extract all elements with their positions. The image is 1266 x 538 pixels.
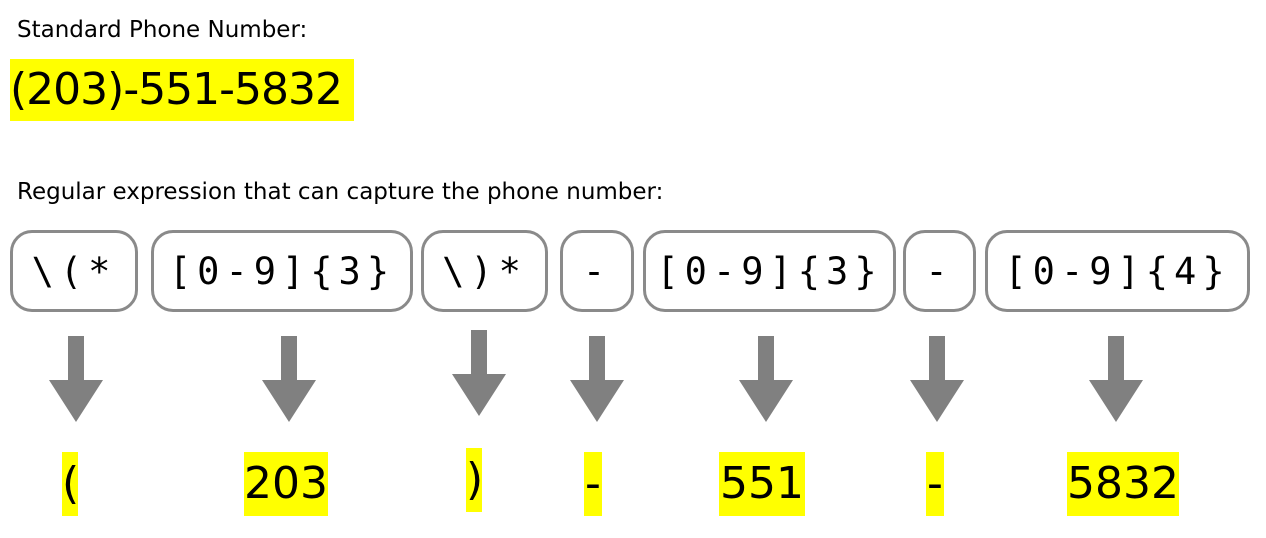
down-arrow-icon xyxy=(739,336,793,422)
down-arrow-icon xyxy=(910,336,964,422)
regex-token-area-code: [0-9]{3} xyxy=(151,230,413,312)
match-area-code: 203 xyxy=(244,452,328,516)
regex-token-hyphen-2: - xyxy=(903,230,976,312)
match-close-paren: ) xyxy=(466,448,482,512)
phone-number-highlight: (203)-551-5832 xyxy=(10,59,354,121)
standard-phone-label: Standard Phone Number: xyxy=(17,17,308,43)
regex-caption: Regular expression that can capture the … xyxy=(17,179,664,205)
regex-token-exchange: [0-9]{3} xyxy=(643,230,896,312)
match-line-number: 5832 xyxy=(1067,452,1179,516)
match-exchange: 551 xyxy=(719,452,805,516)
regex-token-hyphen-1: - xyxy=(560,230,634,312)
down-arrow-icon xyxy=(452,330,506,416)
regex-token-open-paren: \(* xyxy=(10,230,138,312)
down-arrow-icon xyxy=(262,336,316,422)
match-open-paren: ( xyxy=(62,452,78,516)
regex-token-close-paren: \)* xyxy=(421,230,548,312)
down-arrow-icon xyxy=(1089,336,1143,422)
match-hyphen-2: - xyxy=(926,452,944,516)
regex-token-line-number: [0-9]{4} xyxy=(985,230,1250,312)
down-arrow-icon xyxy=(570,336,624,422)
match-hyphen-1: - xyxy=(584,452,602,516)
down-arrow-icon xyxy=(49,336,103,422)
